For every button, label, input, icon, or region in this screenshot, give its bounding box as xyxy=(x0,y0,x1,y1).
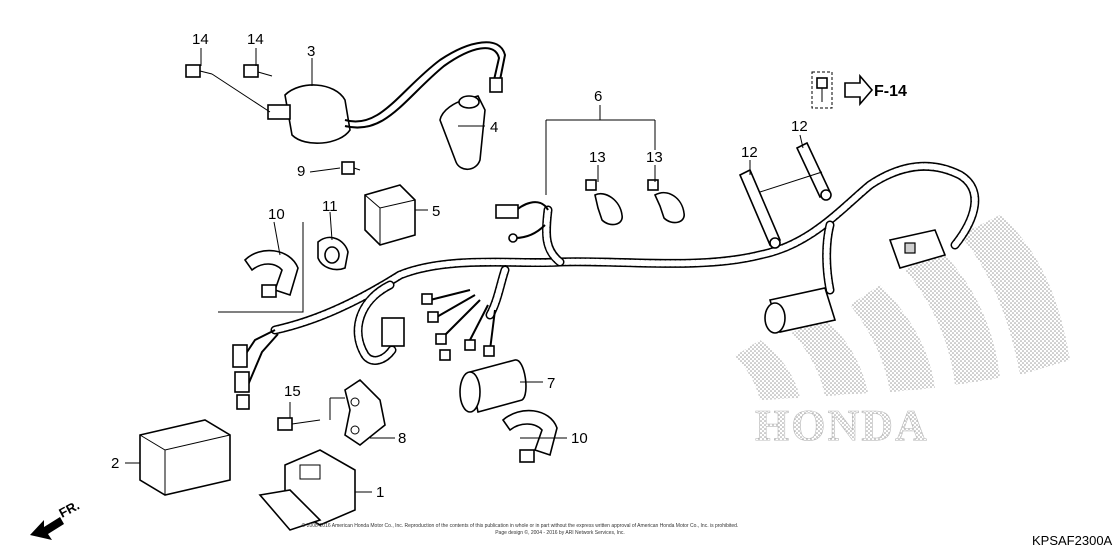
callout-15: 15 xyxy=(284,383,301,400)
callout-1: 1 xyxy=(376,484,384,501)
copyright-line-2: Page design ©, 2004 - 2016 by ARI Networ… xyxy=(495,529,625,536)
callout-12: 12 xyxy=(741,144,758,161)
callout-14: 14 xyxy=(247,31,264,48)
part-ignition-coil xyxy=(267,41,507,145)
bolt-15 xyxy=(277,417,321,431)
bolt-14-left xyxy=(185,64,271,113)
leader-lines xyxy=(125,48,823,493)
part-strap-12a xyxy=(738,168,782,249)
part-spark-plug-cap xyxy=(439,95,486,171)
right-connectors xyxy=(764,229,947,334)
callout-12: 12 xyxy=(791,118,808,135)
callout-10: 10 xyxy=(571,430,588,447)
part-cover-1 xyxy=(258,449,356,531)
callout-10: 10 xyxy=(268,206,285,223)
callout-4: 4 xyxy=(490,119,498,136)
part-clamp-11 xyxy=(317,236,349,271)
part-harness-clip-13b xyxy=(647,179,685,224)
left-connectors xyxy=(232,329,279,410)
callout-11: 11 xyxy=(322,198,338,215)
callout-8: 8 xyxy=(398,430,406,447)
front-direction-arrow-icon xyxy=(30,517,64,540)
callout-3: 3 xyxy=(307,43,315,60)
callout-2: 2 xyxy=(111,455,119,472)
part-strap-12b xyxy=(795,141,832,201)
honda-watermark-text: HONDA xyxy=(755,401,929,450)
bolt-14-right xyxy=(243,64,273,78)
callout-13: 13 xyxy=(589,149,606,166)
callout-7: 7 xyxy=(547,375,555,392)
callout-9: 9 xyxy=(297,163,305,180)
part-harness-clip-13a xyxy=(585,179,623,226)
callout-14: 14 xyxy=(192,31,209,48)
callout-5: 5 xyxy=(432,203,440,220)
main-wire-harness xyxy=(270,161,980,365)
part-bracket-8 xyxy=(344,378,386,446)
page-reference: F-14 xyxy=(874,83,907,100)
ground-lead xyxy=(495,201,549,243)
band-10-upper xyxy=(243,249,299,298)
band-10-lower xyxy=(501,409,558,463)
center-connector-cluster xyxy=(381,289,496,361)
part-cylinder-7 xyxy=(459,359,527,413)
part-box-2 xyxy=(139,419,231,496)
honda-wing-watermark xyxy=(735,215,1070,400)
front-direction-label: FR. xyxy=(56,498,82,521)
ref-bolt xyxy=(811,71,874,109)
callout-6: 6 xyxy=(594,88,602,105)
callout-13: 13 xyxy=(646,149,663,166)
part-relay xyxy=(364,184,416,246)
copyright-line-1: © 2008-2016 American Honda Motor Co., In… xyxy=(302,522,739,529)
diagram-code: KPSAF2300A xyxy=(1032,533,1113,548)
bolt-9 xyxy=(341,161,361,175)
